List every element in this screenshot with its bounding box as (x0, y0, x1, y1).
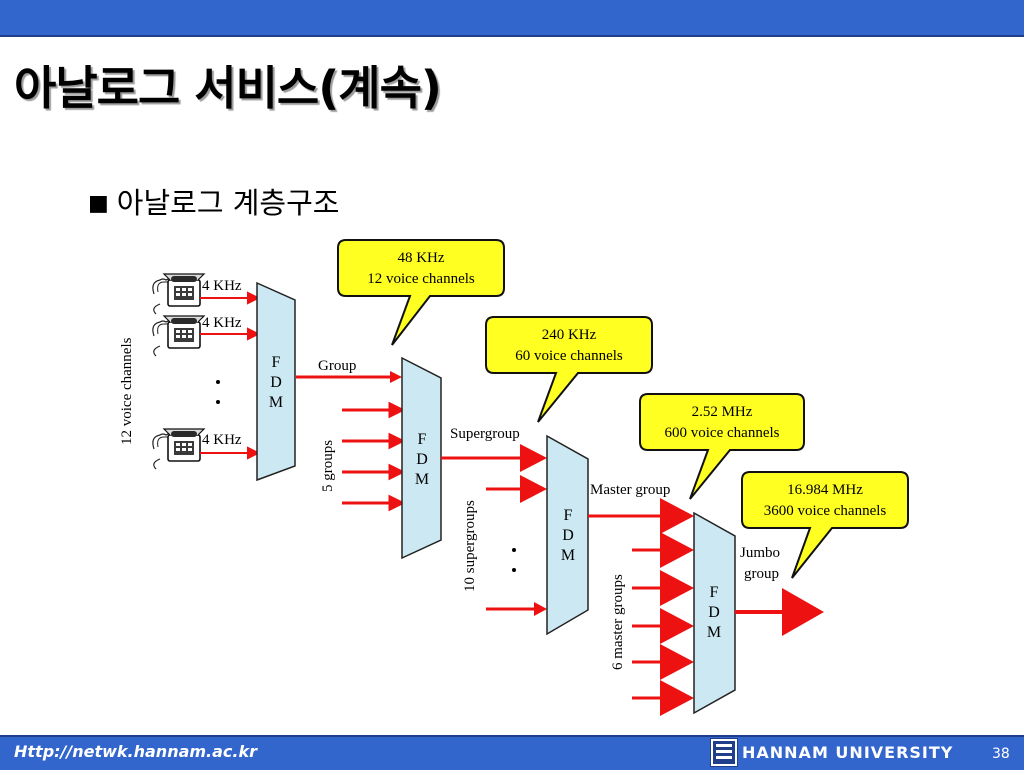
fdm4-letter-m: M (707, 624, 721, 641)
groups-count-label: 5 groups (320, 440, 336, 492)
telephone-icon (152, 273, 205, 315)
bullet-text: 아날로그 계층구조 (116, 186, 340, 220)
supergroups-count-label: 10 supergroups (462, 500, 478, 592)
callout-2-52mhz: 2.52 MHz 600 voice channels (639, 393, 805, 500)
master-group-label: Master group (590, 482, 670, 498)
side-label-voice-channels: 12 voice channels (119, 337, 135, 445)
freq-label-3: 4 KHz (202, 432, 242, 448)
fdm1-letter-m: M (269, 394, 283, 411)
voice-channel-arrows (200, 291, 261, 460)
supergroup-input-arrows (486, 475, 547, 616)
jumbo-label-2: group (744, 566, 779, 582)
fdm2-letter-m: M (415, 471, 429, 488)
slide-title: 아날로그 서비스(계속) (14, 61, 442, 115)
master-group-input-arrows (632, 498, 694, 716)
group-label: Group (318, 358, 356, 374)
bullet-marker: ■ (88, 191, 109, 216)
callout-16-984mhz: 16.984 MHz 3600 voice channels (741, 471, 909, 579)
telephone-icon (152, 428, 205, 470)
bullet-item: ■ 아날로그 계층구조 (88, 180, 339, 222)
callout-240khz: 240 KHz 60 voice channels (485, 316, 653, 423)
footer-url: Http://netwk.hannam.ac.kr (14, 742, 258, 761)
callout-1-line1: 48 KHz (397, 250, 444, 266)
jumbo-output-arrowhead (782, 588, 824, 636)
fdm-multiplexer-3 (546, 434, 589, 636)
fdm2-letter-f: F (418, 431, 427, 448)
callout-48khz: 48 KHz 12 voice channels (337, 239, 505, 346)
group-input-arrows (342, 401, 406, 512)
callout-4-line2: 3600 voice channels (764, 503, 887, 519)
fdm1-letter-d: D (270, 374, 282, 391)
fdm4-letter-d: D (708, 604, 720, 621)
fdm-multiplexer-2 (401, 356, 442, 560)
fdm-hierarchy-diagram: 4 KHz 4 KHz 4 KHz 12 voice channels F D … (119, 239, 909, 716)
supergroup-label: Supergroup (450, 426, 520, 442)
university-logo-icon (710, 738, 738, 767)
fdm2-letter-d: D (416, 451, 428, 468)
freq-label-1: 4 KHz (202, 278, 242, 294)
fdm4-letter-f: F (710, 584, 719, 601)
page-number: 38 (992, 746, 1010, 762)
ellipsis-dots-1 (216, 380, 220, 404)
master-groups-count-label: 6 master groups (610, 574, 626, 670)
fdm3-letter-m: M (561, 547, 575, 564)
callout-3-line1: 2.52 MHz (692, 404, 753, 420)
ellipsis-dots-2 (512, 548, 516, 572)
callout-2-line2: 60 voice channels (515, 348, 623, 364)
top-bar (0, 0, 1024, 37)
callout-4-line1: 16.984 MHz (787, 482, 863, 498)
jumbo-label-1: Jumbo (740, 545, 780, 561)
fdm1-letter-f: F (272, 354, 281, 371)
fdm3-letter-f: F (564, 507, 573, 524)
footer-bar (0, 735, 1024, 770)
fdm3-letter-d: D (562, 527, 574, 544)
group-output-arrowhead (390, 371, 402, 383)
fdm-multiplexer-1 (256, 281, 296, 482)
supergroup-output-arrowhead (520, 444, 547, 472)
telephone-icon (152, 315, 205, 357)
freq-label-2: 4 KHz (202, 315, 242, 331)
callout-1-line2: 12 voice channels (367, 271, 475, 287)
footer-university-name: HANNAM UNIVERSITY (742, 743, 954, 762)
callout-2-line1: 240 KHz (542, 327, 597, 343)
fdm-multiplexer-4 (693, 511, 736, 715)
callout-3-line2: 600 voice channels (665, 425, 780, 441)
